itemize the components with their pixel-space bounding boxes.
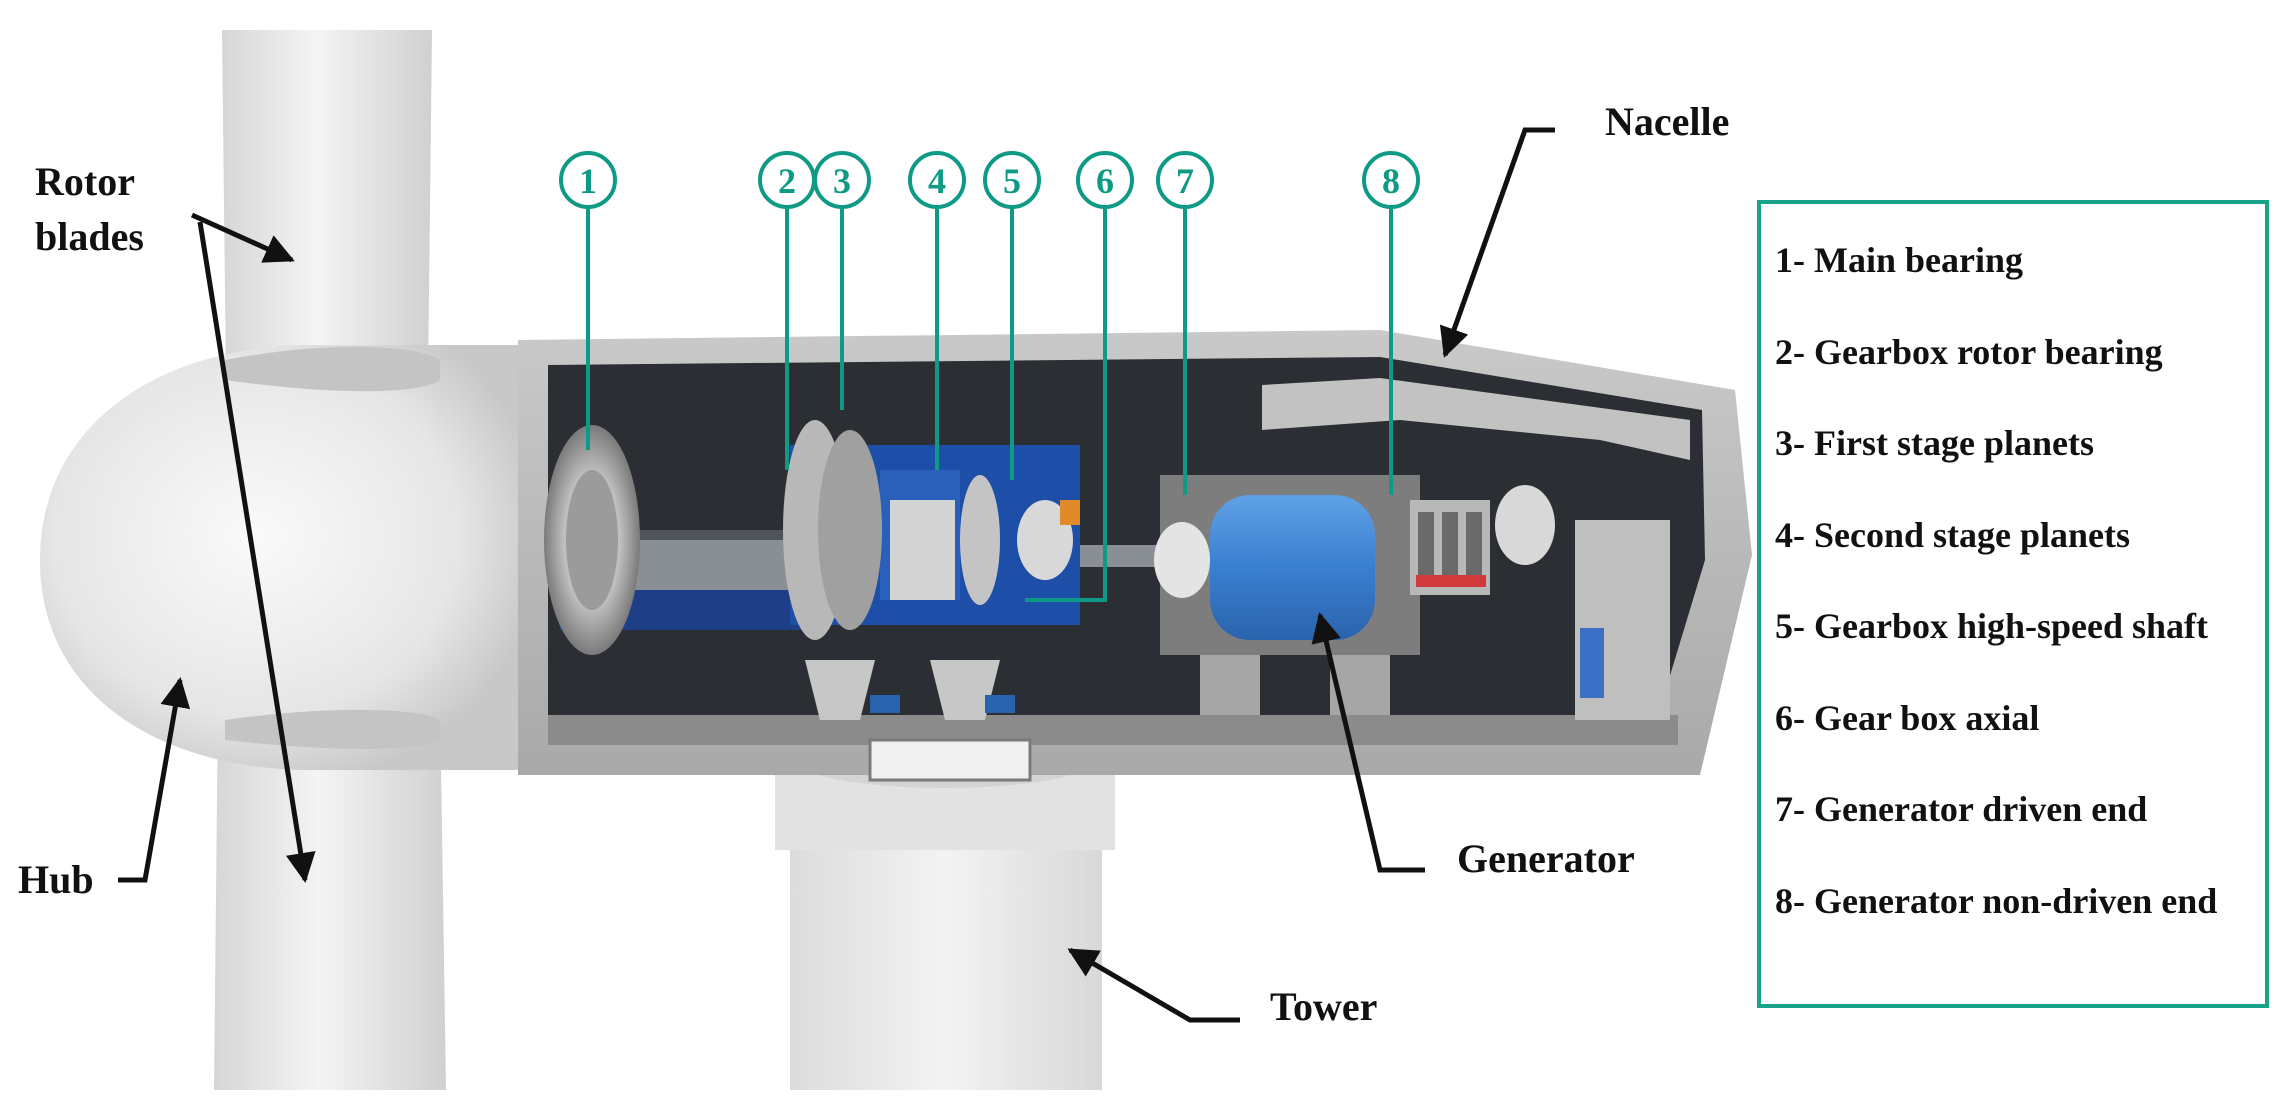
callout-6: 6 bbox=[1076, 151, 1134, 209]
svg-text:5: 5 bbox=[1003, 161, 1021, 201]
legend-item-first-stage-planets: 3- First stage planets bbox=[1775, 423, 2094, 463]
cooler bbox=[1575, 520, 1670, 720]
hub bbox=[40, 345, 520, 770]
callout-3: 3 bbox=[813, 151, 871, 209]
callout-5: 5 bbox=[983, 151, 1041, 209]
callout-2: 2 bbox=[758, 151, 816, 209]
rotor-blades-label-line2: blades bbox=[35, 214, 144, 259]
high-speed-shaft bbox=[1080, 545, 1170, 567]
svg-text:3: 3 bbox=[833, 161, 851, 201]
legend-list: 1- Main bearing 2- Gearbox rotor bearing… bbox=[1761, 204, 2265, 964]
gearbox bbox=[783, 420, 1080, 720]
legend-item-gearbox-high-speed-shaft: 5- Gearbox high-speed shaft bbox=[1775, 606, 2209, 646]
tower-label: Tower bbox=[1270, 984, 1377, 1029]
main-shaft bbox=[560, 530, 820, 630]
legend-item-generator-driven-end: 7- Generator driven end bbox=[1775, 789, 2148, 829]
svg-text:4: 4 bbox=[928, 161, 946, 201]
generator-label: Generator bbox=[1457, 836, 1635, 881]
callout-lines bbox=[586, 200, 1393, 602]
svg-text:1: 1 bbox=[579, 161, 597, 201]
legend-item-gear-box-axial: 6- Gear box axial bbox=[1775, 697, 2040, 738]
legend-item-generator-non-driven-end: 8- Generator non-driven end bbox=[1775, 880, 2218, 921]
rotor-blades-label-line1: Rotor bbox=[35, 159, 135, 204]
callout-7: 7 bbox=[1156, 151, 1214, 209]
callout-4: 4 bbox=[908, 151, 966, 209]
svg-text:8: 8 bbox=[1382, 161, 1400, 201]
callout-8: 8 bbox=[1362, 151, 1420, 209]
legend-item-main-bearing: 1- Main bearing bbox=[1775, 240, 2023, 280]
svg-text:2: 2 bbox=[778, 161, 796, 201]
nacelle-label: Nacelle bbox=[1605, 99, 1729, 144]
tower bbox=[775, 732, 1115, 1090]
legend-item-second-stage-planets: 4- Second stage planets bbox=[1775, 514, 2131, 555]
hub-label: Hub bbox=[18, 857, 94, 902]
legend-item-gearbox-rotor-bearing: 2- Gearbox rotor bearing bbox=[1775, 331, 2163, 372]
svg-text:6: 6 bbox=[1096, 161, 1114, 201]
legend-box: 1- Main bearing 2- Gearbox rotor bearing… bbox=[1757, 200, 2269, 1008]
svg-text:7: 7 bbox=[1176, 161, 1194, 201]
callout-1: 1 bbox=[559, 151, 617, 209]
generator bbox=[1154, 475, 1555, 715]
main-bearing bbox=[544, 425, 640, 655]
pointer-arrows bbox=[118, 127, 1555, 1023]
